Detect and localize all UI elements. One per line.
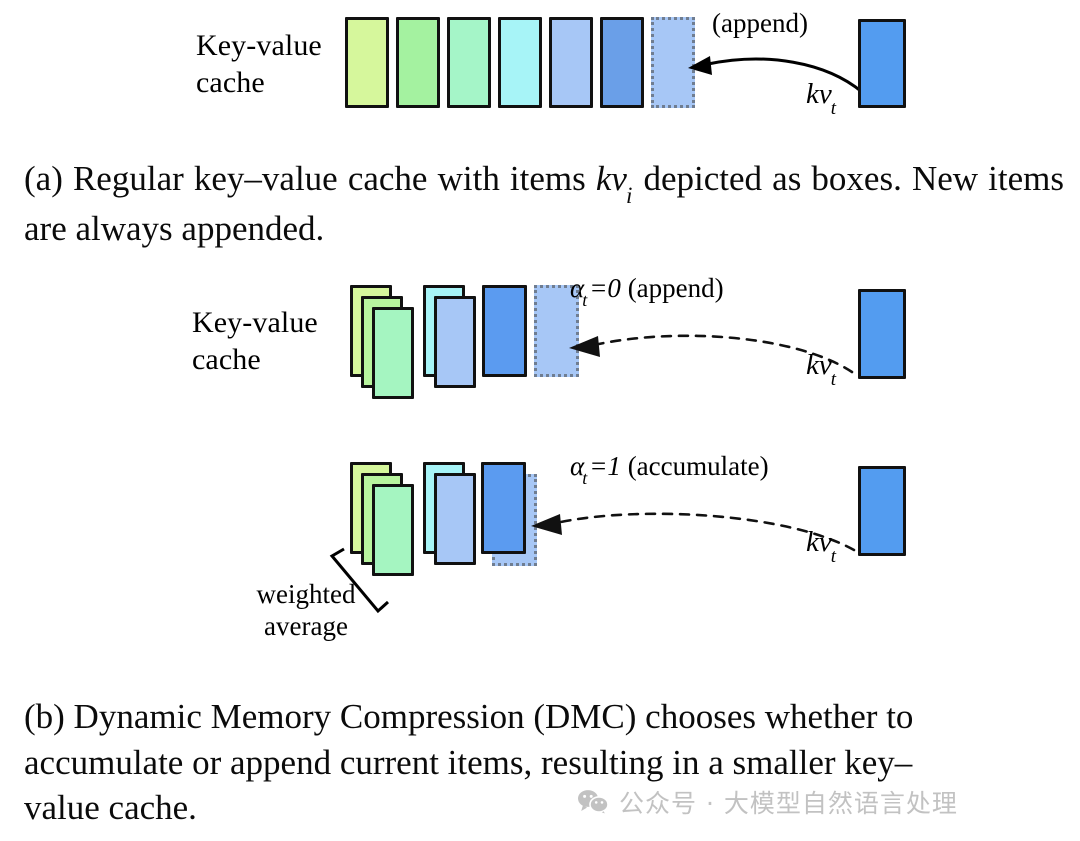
accumulate-row-alpha-label: αt=1 (accumulate): [570, 451, 769, 489]
cache-box-5: [549, 17, 593, 108]
accumulate-row-latest-kv-box: [481, 462, 526, 554]
cache-box-7-pending: [651, 17, 695, 108]
append-row-kvt-label: kvt: [806, 349, 837, 390]
alpha-symbol: α: [570, 451, 585, 481]
caption-a: (a) Regular key–value cache with items k…: [24, 156, 1064, 251]
cache-box-2: [396, 17, 440, 108]
green-stack-layer-front: [372, 307, 414, 399]
blue-stack-layer-front: [434, 473, 476, 565]
append-row-incoming-kv-box: [858, 289, 906, 379]
append-row-appended-kv-box: [534, 285, 579, 377]
panel-a-regular-cache: Key-value cache (append) kvt: [0, 0, 1080, 150]
wechat-icon: [578, 790, 609, 815]
kvt-symbol: kv: [806, 349, 832, 381]
watermark: 公众号 · 大模型自然语言处理: [577, 784, 958, 820]
append-row-arrow: [569, 334, 854, 374]
append-row-latest-kv-box: [482, 285, 527, 377]
append-row-blue-stack: [423, 285, 513, 410]
alpha-subscript: t: [582, 468, 588, 489]
watermark-text: 公众号 · 大模型自然语言处理: [619, 789, 958, 818]
green-stack-layer-front: [372, 484, 414, 576]
caption-b: (b) Dynamic Memory Compression (DMC) cho…: [24, 694, 1064, 831]
kvt-subscript: t: [830, 545, 837, 567]
caption-b-line-2: accumulate or append current items, resu…: [24, 742, 913, 782]
append-row-green-stack: [350, 285, 460, 410]
weighted-average-bracket: [329, 547, 390, 614]
accumulate-row-blue-stack: [423, 462, 513, 587]
cache-box-3: [447, 17, 491, 108]
caption-a-suffix: depicted as boxes. New items are always …: [24, 159, 1064, 248]
alpha-value: =1: [589, 451, 621, 481]
alpha-symbol: α: [570, 273, 585, 303]
caption-a-prefix: (a) Regular key–value cache with items: [24, 159, 596, 198]
caption-b-line-3: value cache.: [24, 788, 197, 827]
panel-a-cache-label: Key-value cache: [196, 29, 322, 99]
append-row-action: (append): [627, 273, 724, 303]
alpha-subscript: t: [582, 290, 588, 311]
accumulate-row-kvt-label: kvt: [806, 526, 837, 567]
panel-a-kvt-label: kvt: [806, 78, 837, 119]
kvt-subscript: t: [830, 97, 837, 119]
append-row-alpha-label: αt=0 (append): [570, 273, 724, 311]
panel-a-append-arrow: [688, 56, 863, 94]
caption-a-subscript: i: [625, 183, 633, 208]
cache-box-6: [600, 17, 644, 108]
blue-stack-layer-front: [434, 296, 476, 388]
kvt-symbol: kv: [806, 526, 832, 558]
alpha-value: =0: [589, 273, 621, 303]
accumulate-row-incoming-kv-box: [858, 466, 906, 556]
kvt-subscript: t: [830, 368, 837, 390]
accumulate-row-arrow: [531, 512, 856, 552]
caption-a-symbol: kv: [595, 159, 627, 198]
panel-b-cache-label: Key-value cache: [192, 306, 318, 376]
kvt-symbol: kv: [806, 78, 832, 110]
cache-box-1: [345, 17, 389, 108]
accumulate-row-green-stack: [350, 462, 460, 587]
panel-b-dmc: Key-value cache αt=0 (append) kvt: [0, 265, 1080, 665]
panel-a-append-label: (append): [712, 8, 808, 38]
weighted-average-label: weighted average: [256, 579, 356, 641]
panel-a-incoming-kv-box: [858, 19, 906, 108]
cache-box-4: [498, 17, 542, 108]
accumulate-row-action: (accumulate): [627, 451, 769, 481]
caption-b-line-1: (b) Dynamic Memory Compression (DMC) cho…: [24, 697, 914, 736]
